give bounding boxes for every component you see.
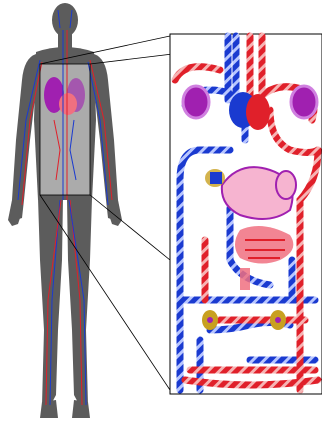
neck	[58, 34, 72, 48]
head	[52, 3, 78, 37]
right-foot	[72, 400, 90, 418]
human-body-figure	[8, 3, 122, 418]
zoom-left-lung	[183, 86, 209, 118]
zoom-heart	[229, 92, 270, 130]
zoom-spleen	[276, 171, 296, 199]
zoom-portal-vein-block	[210, 172, 222, 184]
heart	[59, 93, 77, 115]
right-leg	[67, 198, 92, 410]
zoom-right-lung	[291, 86, 317, 118]
left-foot	[40, 400, 58, 418]
zoomed-circulation-panel	[170, 34, 322, 394]
